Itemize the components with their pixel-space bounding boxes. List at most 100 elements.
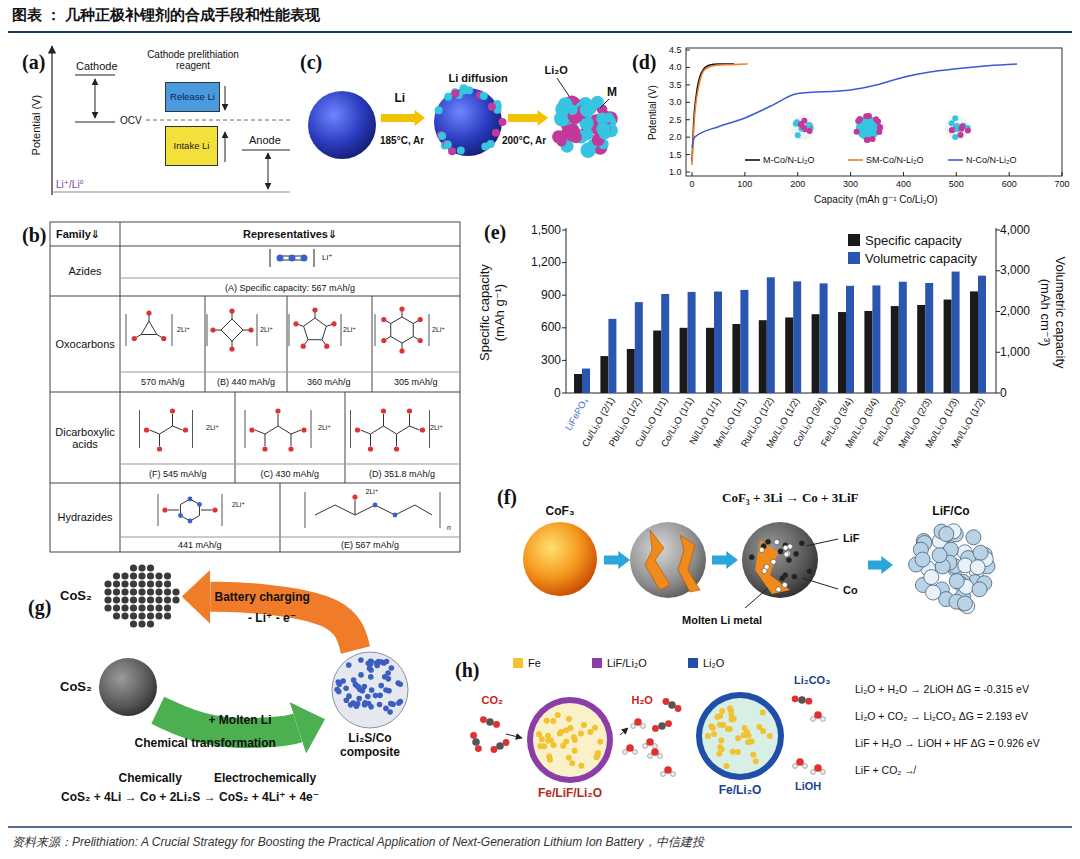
tick-mark: [686, 119, 690, 120]
cobalt-dot: [343, 686, 349, 692]
ring-structure: [391, 317, 414, 343]
iron-dot: [745, 739, 751, 745]
bracket: [139, 410, 140, 448]
hydrogen-atom: [653, 744, 658, 749]
iron-dot: [569, 760, 575, 766]
table-rule: [50, 246, 460, 247]
bond: [159, 434, 160, 446]
axis-title: Potential (V): [30, 95, 42, 156]
surface-particle: [443, 140, 451, 148]
iron-dot: [566, 755, 572, 761]
iron-dot: [571, 734, 577, 740]
bracket: [341, 314, 342, 346]
hydrogen-atom: [811, 717, 816, 722]
axis-tick: 1,200: [531, 256, 561, 269]
bracket: [311, 410, 312, 448]
iron-dot: [730, 749, 736, 755]
specific-capacity-bar: [864, 311, 872, 393]
bond: [409, 414, 410, 426]
volumetric-capacity-bar: [635, 302, 643, 393]
panel-letter: (h): [455, 659, 479, 681]
tick-mark: [562, 262, 566, 263]
node-shape: [330, 650, 410, 730]
particle-dot: [857, 116, 863, 122]
iron-dot: [767, 733, 773, 739]
bond: [410, 426, 420, 430]
carbon-atom: [486, 718, 494, 726]
cos2-particle: [130, 564, 137, 571]
table-rule: [280, 483, 281, 552]
reaction-equation: Li₂O + CO₂ → Li₂CO₃ ΔG = 2.193 eV: [855, 711, 1028, 723]
surface-particle: [492, 129, 500, 137]
charge-curve: [692, 64, 1017, 148]
oxygen-atom: [248, 327, 253, 332]
oxygen-atom: [651, 748, 659, 756]
product-particle: [766, 540, 771, 545]
reaction-arrow: [868, 556, 893, 574]
table-cell: Representatives⇓: [243, 228, 337, 240]
product-particle: [966, 530, 981, 545]
annotation: Chemically: [119, 772, 182, 785]
node-text: CoF₃: [546, 505, 575, 519]
cobalt-dot: [382, 674, 388, 680]
axis-tick: 1.5: [669, 150, 682, 160]
hydrogen-atom: [658, 754, 663, 759]
bracket: [305, 492, 306, 528]
surface-particle: [488, 103, 496, 111]
oxygen-atom: [665, 720, 672, 727]
product-particle: [949, 573, 964, 588]
cobalt-dot: [358, 672, 364, 678]
subscript-label: n: [447, 524, 451, 532]
tick-mark: [562, 360, 566, 361]
legend-line-sample: [745, 159, 760, 161]
volumetric-capacity-bar: [899, 282, 907, 393]
panel-letter: (e): [484, 221, 506, 243]
composite-particle: [604, 113, 614, 123]
oxygen-atom: [170, 408, 175, 413]
figure-title: 图表 ： 几种正极补锂剂的合成手段和性能表现: [12, 6, 320, 25]
cos2-particle: [147, 604, 154, 611]
oxygen-atom: [262, 446, 267, 451]
product-particle: [786, 557, 791, 562]
product-particle: [759, 547, 764, 552]
product-particle: [972, 582, 987, 597]
lithiated-sphere: [434, 88, 502, 156]
volumetric-capacity-bar: [925, 283, 933, 393]
cos2-particle: [113, 572, 120, 579]
cos2-particle: [130, 580, 137, 587]
voltage-span-arrow: [268, 153, 269, 189]
process-arrow: [381, 110, 425, 126]
bracket: [350, 410, 351, 448]
cos2-particle: [130, 620, 137, 627]
leader-line: [745, 588, 768, 608]
specific-capacity-bar: [706, 328, 714, 393]
cobalt-dot: [362, 684, 368, 690]
cos2-particle: [138, 564, 145, 571]
cobalt-dot: [368, 674, 374, 680]
bracket: [429, 410, 430, 448]
specific-capacity-bar: [891, 306, 899, 393]
oxygen-atom: [355, 427, 360, 432]
bond: [168, 510, 179, 511]
iron-dot: [735, 735, 741, 741]
annotation: + Molten Li: [209, 714, 272, 727]
oxygen-atom: [805, 698, 812, 705]
plot-frame: [686, 48, 1062, 176]
bracket: [207, 314, 208, 346]
surface-particle: [438, 132, 446, 140]
ion-label: 2Li⁺: [432, 326, 445, 334]
specific-capacity-bar: [680, 328, 688, 393]
volumetric-capacity-bar: [820, 283, 828, 393]
cos2-particle: [113, 612, 120, 619]
cos2-particle: [147, 572, 154, 579]
cobalt-dot: [355, 684, 361, 690]
axis-tick: 0: [690, 179, 695, 189]
axis-tick: 500: [949, 179, 964, 189]
flow-arrow: [620, 728, 628, 735]
axis-tick: 1.0: [669, 167, 682, 177]
table-rule: [50, 296, 460, 297]
cos2-particle: [147, 612, 154, 619]
panel-letter: (f): [497, 486, 517, 508]
iron-dot: [710, 725, 716, 731]
iron-dot: [711, 731, 717, 737]
